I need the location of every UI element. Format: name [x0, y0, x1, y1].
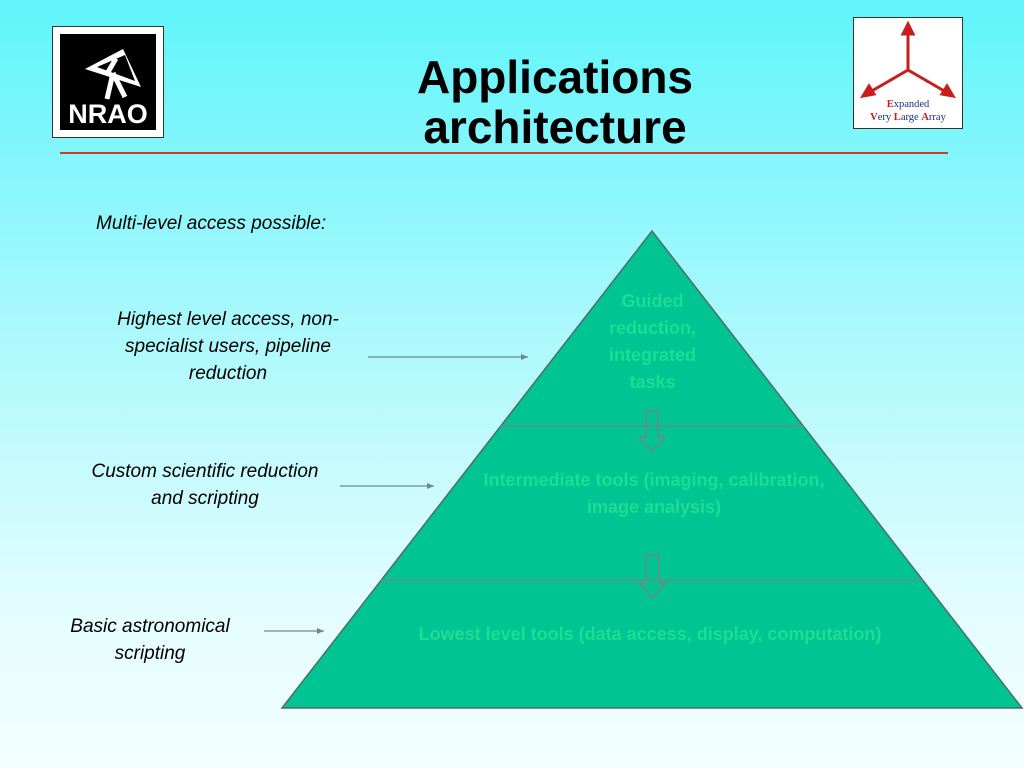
down-arrow-icon: [637, 410, 667, 453]
access-label-basic: Basic astronomical scripting: [70, 616, 230, 664]
nrao-logo: NRAO: [52, 26, 164, 138]
pyramid-level-middle: Intermediate tools (imaging, calibration…: [483, 470, 825, 517]
access-label-custom: Custom scientific reduction and scriptin…: [91, 461, 319, 509]
evla-line-2: Very Large Array: [870, 112, 946, 123]
evla-array-logo-icon: Expanded Very Large Array: [860, 20, 956, 123]
pyramid-shape: [280, 229, 1024, 709]
title-line-2: architecture: [423, 101, 687, 153]
title-line-1: Applications: [416, 51, 694, 103]
down-arrow-icon: [637, 554, 668, 600]
nrao-telescope-logo-icon: NRAO: [60, 34, 156, 130]
pyramid-level-top: Guided reduction, integrated tasks: [608, 291, 696, 392]
title-divider: [60, 152, 948, 154]
evla-line-1: Expanded: [887, 99, 930, 110]
access-label-highest: Highest level access, non-specialist use…: [117, 309, 339, 384]
slide-title: Applications architecture: [300, 52, 810, 152]
pyramid-level-bottom: Lowest level tools (data access, display…: [418, 624, 882, 644]
intro-text: Multi-level access possible:: [96, 213, 327, 234]
evla-logo: Expanded Very Large Array: [853, 17, 963, 129]
nrao-logo-text: NRAO: [68, 99, 148, 129]
